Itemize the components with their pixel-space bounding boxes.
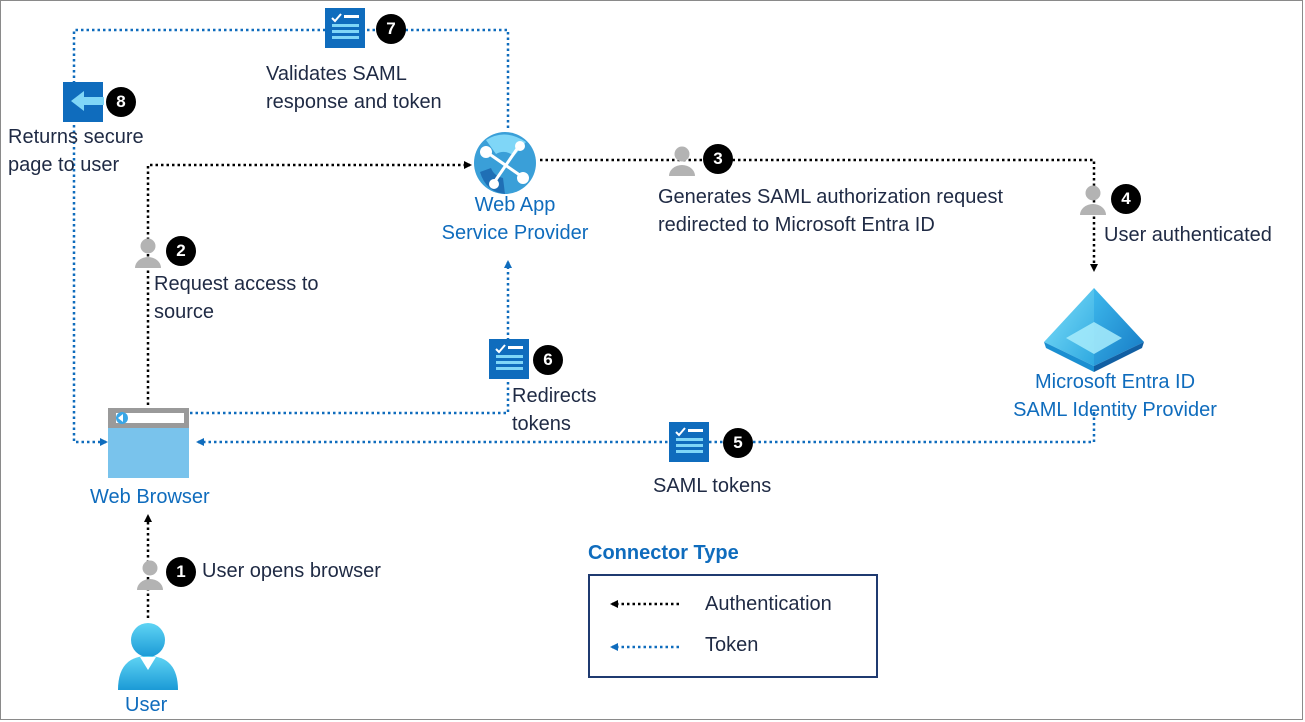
webapp-label: Web App Service Provider xyxy=(441,194,589,244)
step-badge-6: 6 xyxy=(533,345,563,375)
step-6-label: Redirects tokens xyxy=(512,385,597,435)
legend-samples xyxy=(610,600,679,651)
step-3-label: Generates SAML authorization request red… xyxy=(658,186,1004,236)
app-service-icon xyxy=(474,132,536,194)
user-icon xyxy=(118,623,178,690)
legend-token-label: Token xyxy=(705,634,759,656)
connector-step-3 xyxy=(540,158,1098,272)
entra-id-pyramid-icon xyxy=(1044,288,1144,372)
step-badge-2: 2 xyxy=(166,236,196,266)
legend-title: Connector Type xyxy=(588,542,739,564)
entra-label: Microsoft Entra ID SAML Identity Provide… xyxy=(1013,371,1217,421)
step-5-label: SAML tokens xyxy=(653,475,772,497)
step-7-label: Validates SAML response and token xyxy=(266,63,442,113)
user-label: User xyxy=(125,694,168,716)
step-badge-3: 3 xyxy=(703,144,733,174)
return-page-icon xyxy=(63,82,104,122)
step-badge-1: 1 xyxy=(166,557,196,587)
token-icon-step-7 xyxy=(325,8,365,48)
step-badge-5: 5 xyxy=(723,428,753,458)
person-icon-step-3 xyxy=(669,146,695,176)
step-badge-4: 4 xyxy=(1111,184,1141,214)
person-icon-step-2 xyxy=(135,238,161,268)
browser-label: Web Browser xyxy=(90,486,210,508)
step-4-label: User authenticated xyxy=(1104,224,1272,246)
person-icon-step-4 xyxy=(1080,185,1106,215)
step-8-label: Returns secure page to user xyxy=(8,126,144,176)
step-badge-8: 8 xyxy=(106,87,136,117)
token-icon-step-6 xyxy=(489,339,529,379)
connector-step-5 xyxy=(196,412,1096,446)
browser-window-icon xyxy=(108,408,189,478)
person-icon-step-1 xyxy=(137,560,163,590)
step-badge-7: 7 xyxy=(376,14,406,44)
token-icon-step-5 xyxy=(669,422,709,462)
connector-step-6 xyxy=(190,260,512,415)
step-2-label: Request access to source xyxy=(154,273,319,323)
legend-box xyxy=(588,574,878,678)
step-1-label: User opens browser xyxy=(202,560,381,582)
legend-auth-label: Authentication xyxy=(705,593,832,615)
